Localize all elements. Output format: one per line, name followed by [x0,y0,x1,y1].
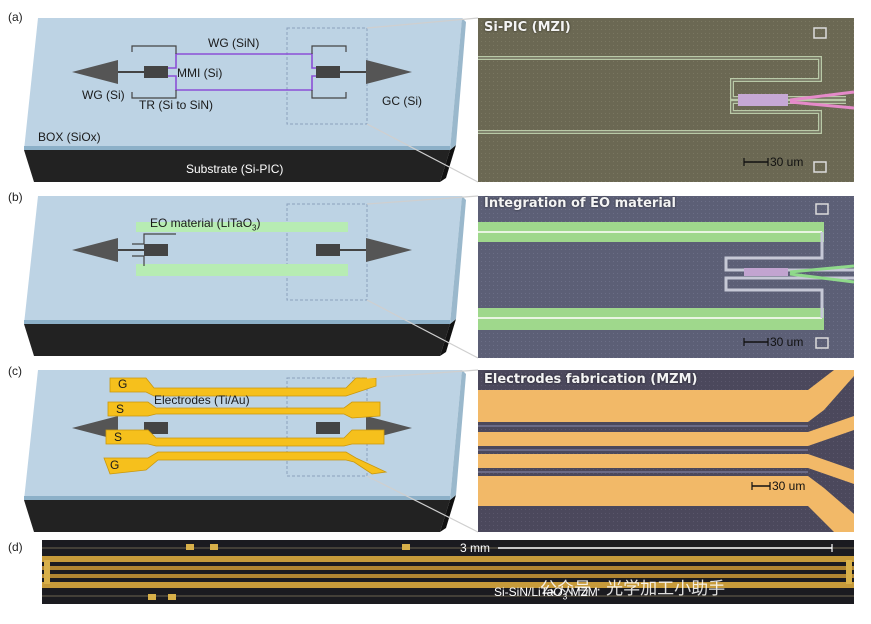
panel-letter-a: (a) [8,10,23,24]
label-electrode-s-top: S [116,402,125,416]
label-substrate: Substrate (Si-PIC) [186,162,284,176]
electrode-s-top [107,401,381,419]
scale-label-c: 30 um [772,479,806,493]
scale-label-b: 30 um [770,335,804,349]
micrograph-b [478,196,855,358]
electrode-s-bottom [105,429,385,447]
micrograph-a-marker-bottom [813,161,827,173]
label-electrode-s-bottom: S [114,430,123,444]
label-electrode-g-top: G [118,377,128,391]
label-wg-si: WG (Si) [82,88,125,102]
electrode-g-top [109,377,377,397]
scale-label-a: 30 um [770,155,804,169]
chip-a-substrate-front [24,150,450,182]
label-mmi: MMI (Si) [177,66,223,80]
chip-a-gc-right [366,60,412,84]
watermark-text: 公众号 · 光学加工小助手 [540,579,726,598]
micrograph-a-marker-top [813,27,827,39]
micrograph-a [478,18,855,182]
panel-letter-b: (b) [8,190,23,204]
chip-b [24,196,466,356]
micrograph-c [478,370,854,532]
electrode-g-bottom [103,451,388,475]
panel-letter-d: (d) [8,540,23,554]
chip-caption-d: Si-SiN/LiTaO3 MZM [494,585,598,602]
eo-strip-top [136,222,348,232]
label-electrode-g-bottom: G [110,458,120,472]
label-box: BOX (SiOx) [38,130,101,144]
chip-a-top [24,18,462,150]
label-gc: GC (Si) [382,94,422,108]
label-wg-sin: WG (SiN) [208,36,260,50]
micrograph-title-b: Integration of EO material [484,196,677,211]
chip-photo-d [42,540,854,604]
eo-strip-bottom [136,264,348,276]
chip-a-gc-left [72,60,118,84]
panel-letter-c: (c) [8,364,22,378]
chip-c [24,370,466,532]
micrograph-title-a: Si-PIC (MZI) [484,20,571,35]
label-eo-material: EO material (LiTaO3) [150,216,261,233]
chip-a [24,18,466,182]
label-electrodes: Electrodes (Ti/Au) [154,393,250,407]
micrograph-title-c: Electrodes fabrication (MZM) [484,372,698,387]
scale-label-d: 3 mm [460,541,490,555]
label-tr: TR (Si to SiN) [139,98,214,112]
chip-a-circuit [72,45,412,99]
